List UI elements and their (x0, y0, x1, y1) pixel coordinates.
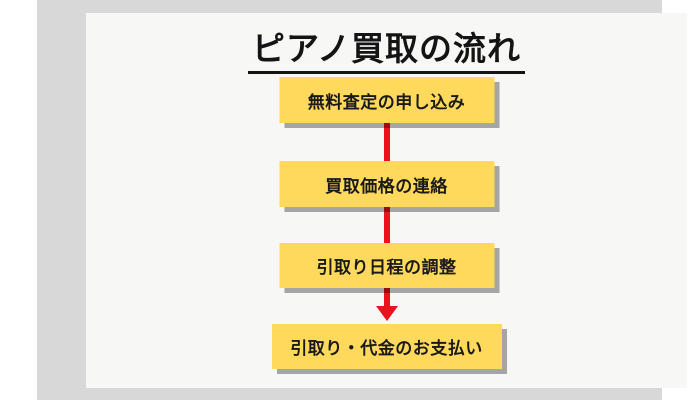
flow-step-4-label: 引取り・代金のお支払い (290, 339, 483, 358)
flow-arrow-line (383, 113, 390, 307)
flow-step-2-label: 買取価格の連絡 (325, 176, 448, 196)
down-arrow-icon (375, 306, 398, 321)
flow-step-2: 買取価格の連絡 (279, 161, 494, 207)
flow-step-1: 無料査定の申し込み (279, 77, 494, 123)
flow-step-4: 引取り・代金のお支払い (271, 324, 502, 369)
flow-step-1-label: 無料査定の申し込み (307, 92, 466, 112)
page-title: ピアノ買取の流れ (247, 30, 526, 74)
flow-step-3-label: 引取り日程の調整 (316, 258, 457, 277)
flow-step-3: 引取り日程の調整 (279, 243, 494, 288)
title-container: ピアノ買取の流れ (86, 30, 687, 74)
outer-frame: ピアノ買取の流れ 無料査定の申し込み 買取価格の連絡 引取り日程の調整 引取り・… (37, 0, 687, 400)
content-panel: ピアノ買取の流れ 無料査定の申し込み 買取価格の連絡 引取り日程の調整 引取り・… (86, 13, 687, 388)
